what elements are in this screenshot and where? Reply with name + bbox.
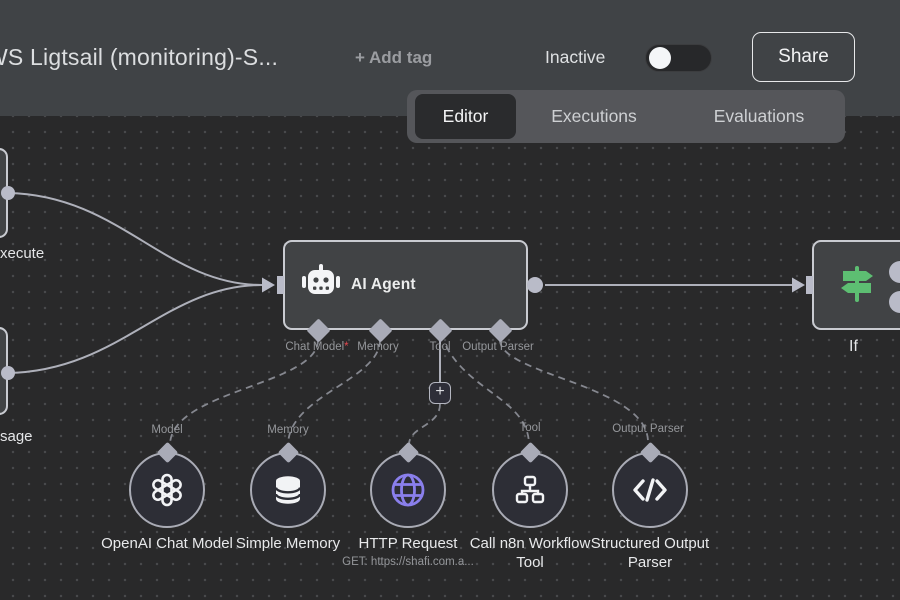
node-http-request[interactable] (370, 452, 446, 528)
required-marker: * (344, 341, 349, 353)
node-label: If (849, 338, 858, 355)
workflow-title[interactable]: WS Ligtsail (monitoring)-S... (0, 44, 279, 70)
activation-status-label: Inactive (545, 47, 606, 67)
add-tag-button[interactable]: + Add tag (355, 48, 433, 67)
sitemap-icon (514, 474, 546, 506)
node-structured-output-parser[interactable] (612, 452, 688, 528)
arrowhead-icon (262, 277, 275, 293)
port-label-text: Memory (357, 341, 399, 353)
node-label: HTTP Request (358, 535, 458, 552)
port-label-text: Chat Model (285, 341, 345, 353)
robot-icon (299, 263, 343, 303)
node-sublabel: GET: https://shafi.com.a... (342, 556, 474, 568)
connection-edge-dashed (499, 339, 649, 443)
node-ai-agent[interactable] (283, 240, 528, 330)
code-icon (632, 475, 668, 505)
connection-edge-dashed (408, 403, 441, 445)
add-tool-button[interactable]: + (429, 382, 451, 404)
node-label: OpenAI Chat Model (101, 535, 233, 552)
output-port[interactable] (889, 291, 900, 313)
input-port[interactable] (806, 276, 813, 294)
connection-edge (7, 284, 263, 374)
connection-edge (7, 192, 263, 286)
port-label: Memory (357, 341, 399, 353)
toggle-knob (649, 47, 671, 69)
database-icon (271, 473, 305, 507)
node-label: sage (0, 428, 33, 445)
output-port[interactable] (1, 366, 15, 380)
port-label: Tool (519, 422, 541, 434)
port-label: Tool (429, 341, 450, 353)
signpost-icon (836, 262, 878, 306)
activation-toggle[interactable] (645, 44, 712, 72)
output-port[interactable] (527, 277, 543, 293)
node-label: xecute (0, 245, 45, 262)
port-label: Chat Model* (285, 341, 348, 353)
globe-icon (388, 470, 428, 510)
port-label: Output Parser (462, 341, 534, 353)
share-button[interactable]: Share (752, 32, 855, 82)
port-label-text: Output Parser (462, 341, 534, 353)
port-label: Memory (267, 424, 309, 436)
node-label: Simple Memory (235, 535, 341, 552)
node-call-n8n-workflow-tool[interactable] (492, 452, 568, 528)
connection-edge-dashed (445, 345, 530, 445)
view-tabs: Editor Executions Evaluations (407, 90, 845, 143)
input-port[interactable] (277, 276, 284, 294)
arrowhead-icon (792, 277, 805, 293)
output-port[interactable] (889, 261, 900, 283)
node-openai-chat-model[interactable] (129, 452, 205, 528)
output-port[interactable] (1, 186, 15, 200)
connection-edge-dashed (287, 339, 381, 445)
node-title: AI Agent (351, 276, 416, 293)
node-simple-memory[interactable] (250, 452, 326, 528)
tab-editor[interactable]: Editor (415, 94, 516, 139)
node-label: Call n8n Workflow Tool (469, 535, 591, 571)
openai-icon (149, 472, 185, 508)
tab-executions[interactable]: Executions (551, 106, 637, 126)
port-label: Output Parser (612, 423, 684, 435)
connection-edge-dashed (169, 339, 319, 445)
port-label-text: Tool (429, 341, 451, 353)
node-label: Structured Output Parser (590, 535, 710, 571)
port-label: Model (151, 424, 183, 436)
tab-evaluations[interactable]: Evaluations (713, 106, 805, 126)
